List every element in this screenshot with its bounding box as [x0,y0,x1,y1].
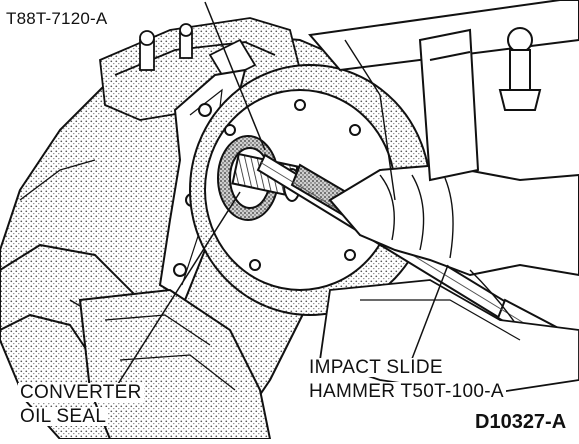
leader-converter-seal [117,191,241,385]
label-converter-line2: OIL SEAL [18,406,109,427]
leader-lines [117,1,449,385]
label-impact-line1: IMPACT SLIDE [307,357,445,378]
leader-tool-top [204,1,266,151]
label-impact-line2: HAMMER T50T-100-A [307,381,506,402]
figure-id: D10327-A [473,411,569,433]
label-tool-top: T88T-7120-A [4,9,110,28]
label-converter-line1: CONVERTER [18,382,144,403]
leader-impact-hammer [409,264,449,365]
holding-fixture [308,0,579,201]
